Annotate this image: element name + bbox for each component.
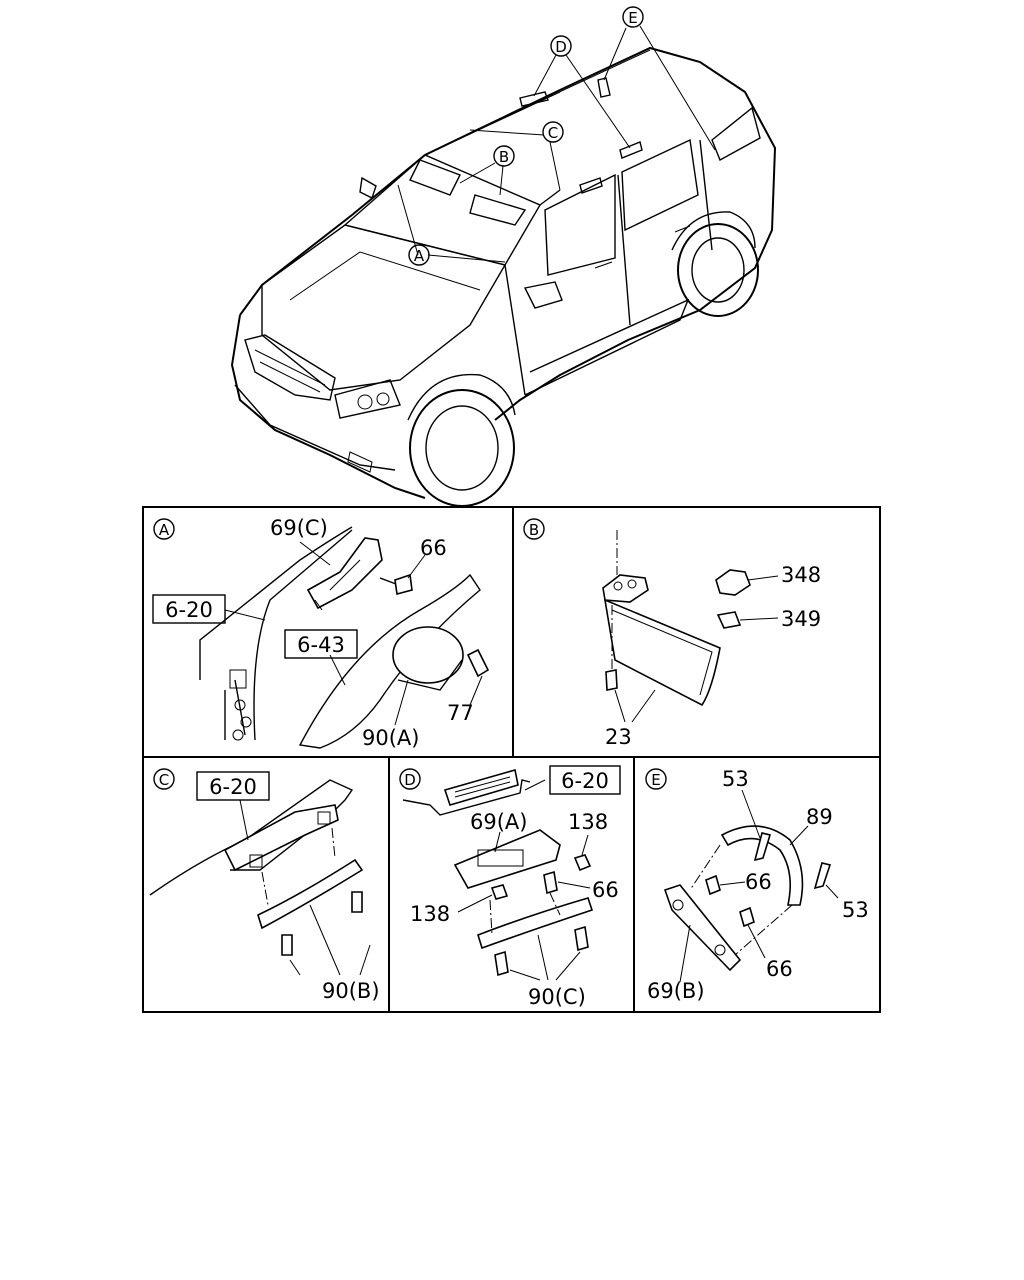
ref-box-6-20: 6-20 (152, 594, 226, 624)
clip-77 (466, 648, 490, 678)
callout-d-letter: D (555, 38, 567, 56)
callout-c: C (542, 121, 564, 143)
clip-349 (716, 611, 742, 629)
ref-6-20: 6-20 (165, 598, 213, 622)
ref-box-c-6-20: 6-20 (196, 771, 270, 801)
label-66-e-top: 66 (745, 870, 772, 894)
bolt-66-d (543, 870, 558, 895)
assist-grip-90c (477, 897, 594, 950)
panel-b-letter: B (529, 521, 539, 539)
bolt-53-top (753, 832, 772, 862)
panel-a: A 69(C) 66 6-20 (152, 516, 490, 750)
sun-visor-23 (603, 598, 721, 707)
ref-6-43: 6-43 (297, 633, 345, 657)
label-66-d: 66 (592, 878, 619, 902)
label-90c: 90(C) (528, 985, 586, 1009)
panel-a-letter: A (159, 521, 170, 539)
ref-box-d-6-20: 6-20 (549, 765, 621, 795)
callout-a: A (408, 244, 430, 266)
label-53-top: 53 (722, 767, 749, 791)
grip-bolt-d-right (574, 925, 589, 952)
label-89: 89 (806, 805, 833, 829)
bracket-69b (663, 884, 742, 972)
panel-e: E 53 89 66 53 66 69(B) (645, 767, 869, 1003)
callout-b-letter: B (499, 148, 509, 166)
label-138-right: 138 (568, 810, 608, 834)
nut-138-right (573, 854, 592, 872)
callout-e-letter: E (628, 9, 637, 27)
panel-c: C 6-20 90(B) (149, 768, 380, 1003)
label-69b: 69(B) (647, 979, 705, 1003)
label-349: 349 (781, 607, 821, 631)
nut-138-left (490, 884, 509, 900)
roof-bracket (223, 804, 339, 872)
callout-e: E (622, 6, 644, 28)
bolt-53-right (813, 862, 832, 890)
bolt-66 (394, 573, 413, 596)
ref-c-6-20: 6-20 (209, 775, 257, 799)
label-77: 77 (447, 701, 474, 725)
visor-90a (392, 626, 464, 684)
label-69a: 69(A) (470, 810, 527, 834)
callout-a-letter: A (414, 247, 425, 265)
callout-b: B (493, 145, 515, 167)
panel-frames (142, 506, 881, 1013)
label-90b: 90(B) (322, 979, 380, 1003)
panel-b: B 348 349 23 (523, 518, 821, 749)
label-23: 23 (605, 725, 632, 749)
panel-d: D 6-20 69(A) 138 66 (399, 765, 621, 1009)
visor-screw (605, 669, 618, 691)
clip-348 (715, 569, 751, 596)
grip-bolt-right (351, 891, 363, 913)
roof-rail-bracket (443, 768, 519, 806)
label-66-e-bottom: 66 (766, 957, 793, 981)
bracket-69c (306, 537, 383, 610)
assist-grip-90b (257, 858, 364, 930)
label-66: 66 (420, 536, 447, 560)
visor-pivot (602, 574, 649, 603)
label-90a: 90(A) (362, 726, 419, 750)
vehicle-illustration (230, 25, 777, 507)
label-69c: 69(C) (270, 516, 328, 540)
ref-d-6-20: 6-20 (561, 769, 609, 793)
panel-d-letter: D (404, 771, 416, 789)
callout-d: D (550, 35, 572, 57)
label-348: 348 (781, 563, 821, 587)
panel-c-letter: C (159, 771, 169, 789)
bolt-66-e-bottom (739, 906, 755, 928)
ref-box-6-43: 6-43 (284, 629, 358, 659)
callout-c-letter: C (548, 124, 558, 142)
bolt-66-e-top (705, 874, 721, 896)
grip-bolt-left (281, 934, 293, 956)
grip-bolt-d-left (494, 950, 509, 977)
panel-e-letter: E (651, 771, 660, 789)
bracket-69a (453, 829, 561, 889)
label-138-left: 138 (410, 902, 450, 926)
label-53-right: 53 (842, 898, 869, 922)
